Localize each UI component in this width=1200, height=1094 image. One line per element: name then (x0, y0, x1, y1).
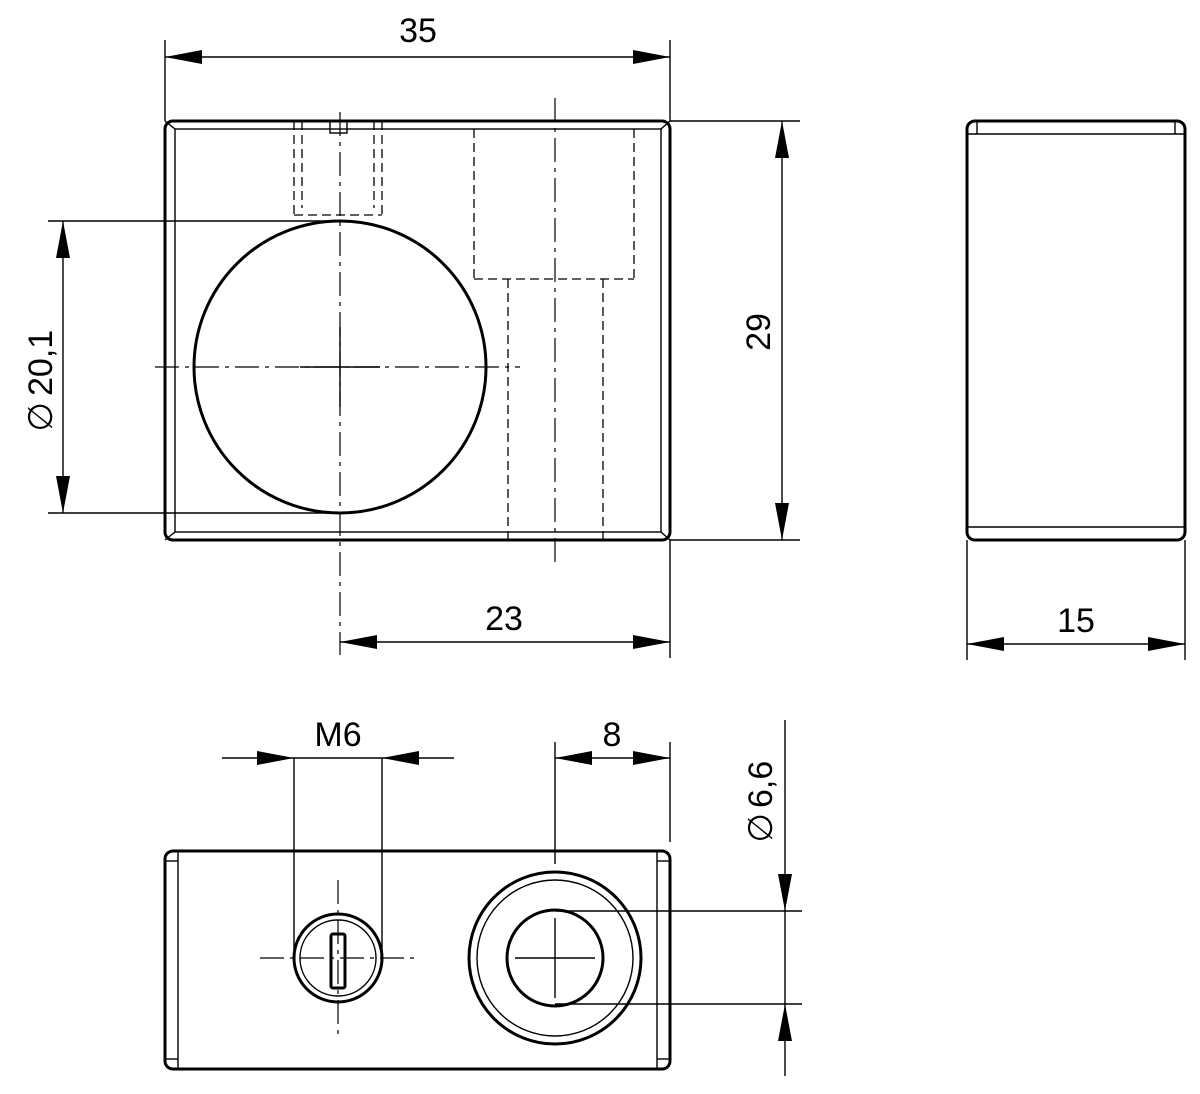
side-view-outline (965, 119, 1187, 542)
thread-hole-hidden (293, 120, 383, 216)
top-view (163, 849, 672, 1071)
arrow-head (340, 635, 377, 649)
dimension-hole-diameter: ∅ 6,6 (555, 720, 802, 1076)
front-view-inner-edge (174, 128, 662, 533)
dimension-height-total: 29 (670, 120, 800, 541)
arrow-head (778, 1004, 792, 1041)
front-view-outline (163, 119, 672, 542)
arrow-head (257, 751, 294, 765)
dimension-depth: 15 (966, 540, 1186, 660)
arrow-head (56, 476, 70, 513)
arrow-head (633, 50, 670, 64)
dimension-bore-offset: 23 (340, 540, 671, 658)
arrow-head (775, 503, 789, 540)
mounting-hole (467, 870, 643, 1046)
dimension-hole-offset: 8 (554, 716, 671, 864)
arrow-head (778, 874, 792, 911)
counterbore-hidden (473, 129, 635, 540)
arrow-head (633, 751, 670, 765)
diameter-symbol: ∅ (742, 813, 780, 843)
dim-label-width: 35 (399, 12, 437, 50)
dim-label-hole-offset: 8 (603, 716, 622, 754)
arrow-head (633, 635, 670, 649)
dimension-thread: M6 (222, 716, 454, 958)
dim-label-hole-diameter: 6,6 (742, 761, 780, 808)
dim-label-bore-diameter: 20,1 (22, 330, 60, 396)
arrow-head (775, 121, 789, 158)
arrow-head (165, 50, 202, 64)
arrow-head (555, 751, 592, 765)
arrow-head (56, 221, 70, 258)
front-view (155, 98, 672, 655)
dimension-bore-diameter: ∅ 20,1 (22, 220, 340, 514)
top-view-outline (163, 849, 672, 1071)
dimension-width-total: 35 (164, 12, 671, 121)
side-view (965, 119, 1187, 542)
arrow-head (967, 637, 1004, 651)
dim-label-depth: 15 (1057, 602, 1095, 640)
dim-label-thread: M6 (314, 716, 361, 754)
arrow-head (1148, 637, 1185, 651)
diameter-symbol: ∅ (22, 402, 60, 432)
dim-label-bore-offset: 23 (485, 600, 523, 638)
dim-label-height: 29 (740, 313, 778, 351)
arrow-head (382, 751, 419, 765)
